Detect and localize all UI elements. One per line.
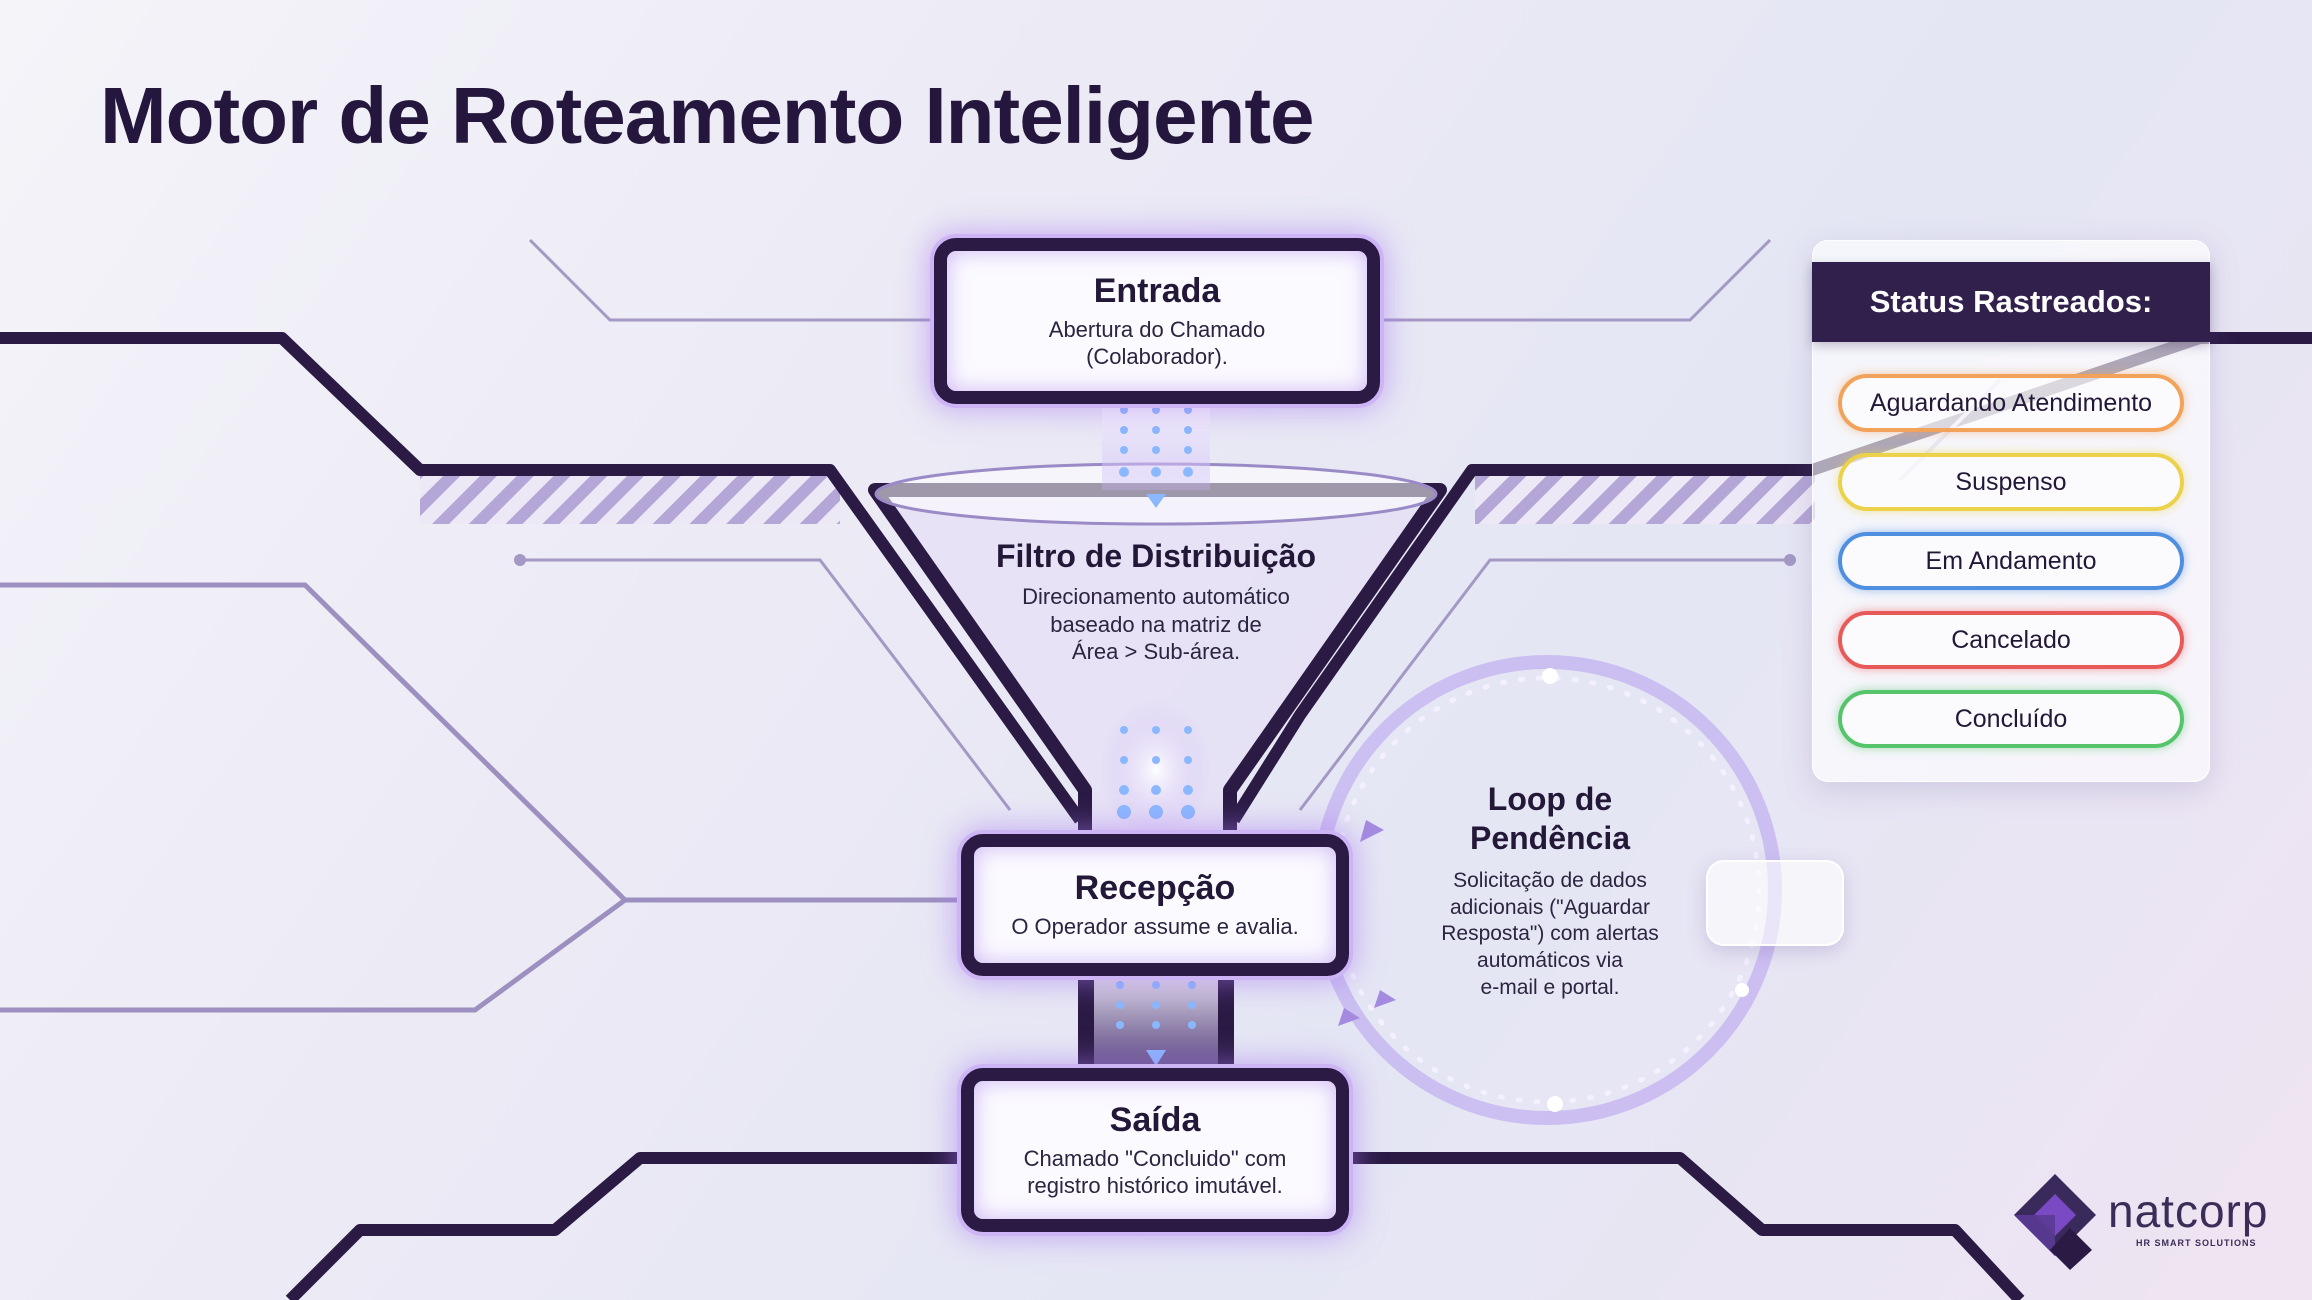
stage-recepcao-desc: O Operador assume e avalia. — [1011, 914, 1299, 940]
stage-filtro-desc-line: baseado na matriz de — [1050, 611, 1262, 637]
loop-desc: Solicitação de dados adicionais ("Aguard… — [1400, 868, 1700, 1001]
hatch-bar-right — [1475, 474, 1815, 524]
stage-entrada-desc: Abertura do Chamado (Colaborador). — [1049, 317, 1265, 371]
stage-filtro-desc-line: Área > Sub-área. — [1071, 639, 1241, 664]
status-pill-em-andamento: Em Andamento — [1838, 532, 2184, 590]
stage-saida-desc: Chamado "Concluido" com registro históri… — [1024, 1146, 1287, 1200]
loop-title-line: Loop de — [1487, 781, 1613, 817]
stage-entrada: Entrada Abertura do Chamado (Colaborador… — [934, 238, 1380, 404]
flow-dots — [1116, 406, 1196, 1029]
loop-node — [1547, 1096, 1563, 1112]
stage-entrada-title: Entrada — [1093, 271, 1221, 310]
loop-node — [1542, 668, 1558, 684]
loop-desc-line: automáticos via — [1477, 949, 1623, 973]
loop-desc-line: adicionais ("Aguardar — [1449, 895, 1651, 919]
stage-entrada-desc-line: Abertura do Chamado — [1048, 316, 1266, 342]
logo-name: natcorp — [2108, 1185, 2269, 1237]
stage-saida-title: Saída — [1109, 1100, 1201, 1139]
circuit-lines — [520, 238, 1790, 811]
stage-saida: Saída Chamado "Concluido" com registro h… — [961, 1068, 1349, 1232]
stage-filtro-desc: Direcionamento automático baseado na mat… — [950, 583, 1362, 666]
stage-saida-desc-line: registro histórico imutável. — [1027, 1172, 1283, 1198]
status-pill-cancelado: Cancelado — [1838, 611, 2184, 669]
stage-filtro-desc-line: Direcionamento automático — [1022, 584, 1290, 609]
logo-tagline: HR SMART SOLUTIONS — [2136, 1238, 2257, 1248]
status-panel: Status Rastreados: Aguardando Atendiment… — [1812, 240, 2210, 782]
loop-desc-line: e-mail e portal. — [1480, 975, 1620, 999]
loop-title: Loop de Pendência — [1400, 780, 1700, 858]
stage-recepcao-title: Recepção — [1074, 869, 1236, 908]
loop-arrow-icon — [1374, 990, 1396, 1008]
circuit-node — [514, 554, 526, 566]
stage-filtro-title: Filtro de Distribuição — [995, 538, 1317, 574]
loop-title-line: Pendência — [1469, 820, 1631, 857]
loop-desc-line: Solicitação de dados — [1453, 869, 1647, 893]
circuit-node — [1784, 554, 1796, 566]
loop-arrow-icon — [1360, 820, 1384, 842]
loop-node — [1735, 983, 1749, 997]
loop-desc-line: Resposta") com alertas — [1441, 922, 1659, 946]
left-wires — [0, 337, 961, 1013]
natcorp-logo: natcorp HR SMART SOLUTIONS — [2010, 1170, 2290, 1270]
stage-filtro: Filtro de Distribuição Direcionamento au… — [950, 538, 1362, 666]
status-pill-concluido: Concluído — [1838, 690, 2184, 748]
loop-arrow-icon — [1338, 1008, 1360, 1026]
stage-saida-desc-line: Chamado "Concluido" com — [1023, 1145, 1287, 1171]
hatch-bar-left — [420, 474, 840, 524]
page-title: Motor de Roteamento Inteligente — [100, 71, 1314, 160]
dark-wires — [0, 332, 2312, 1300]
loop-handle — [1706, 860, 1844, 946]
status-panel-header: Status Rastreados: — [1812, 262, 2210, 342]
status-pill-aguardando: Aguardando Atendimento — [1838, 374, 2184, 432]
logo-diamond-icon — [2014, 1174, 2096, 1270]
status-pill-suspenso: Suspenso — [1838, 453, 2184, 511]
arrow-down-icon — [1146, 494, 1166, 508]
stage-entrada-desc-line: (Colaborador). — [1086, 343, 1228, 369]
loop-pendencia: Loop de Pendência Solicitação de dados a… — [1400, 780, 1700, 1001]
stage-recepcao: Recepção O Operador assume e avalia. — [961, 834, 1349, 976]
arrow-down-icon — [1146, 1050, 1166, 1066]
